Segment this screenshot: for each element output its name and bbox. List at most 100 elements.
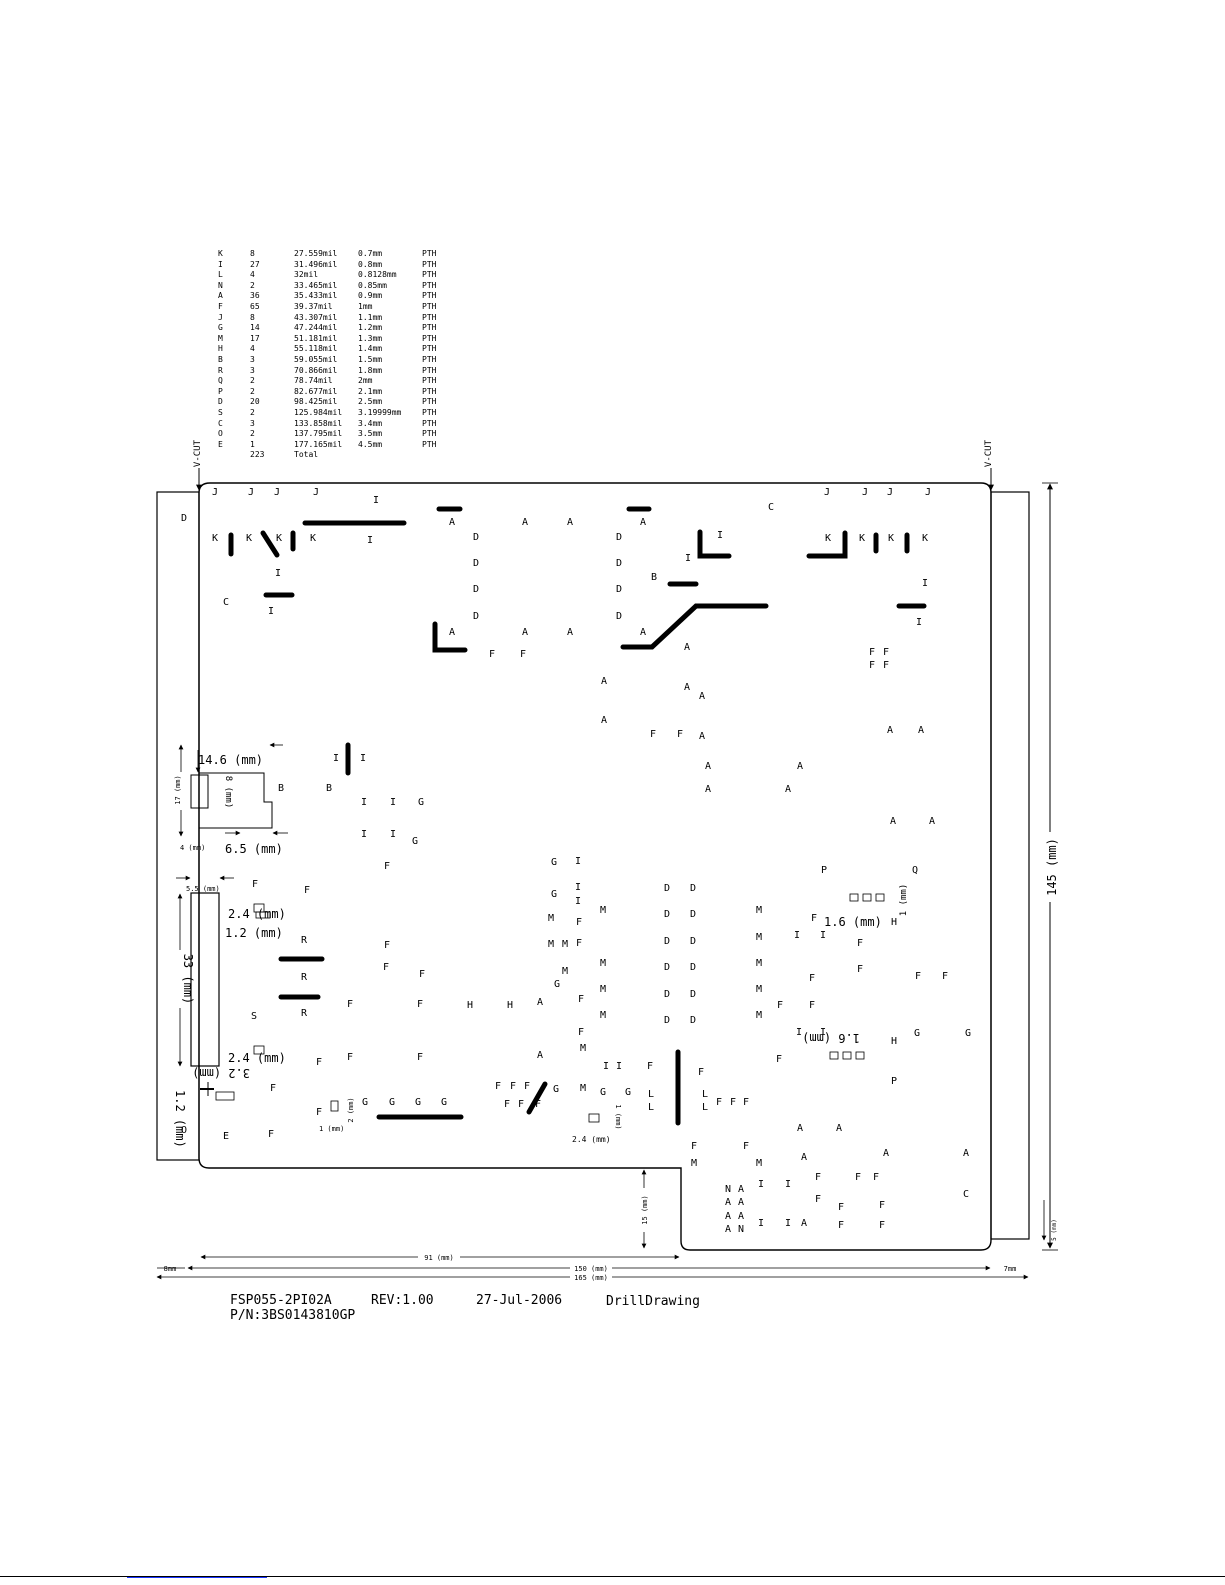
hole-label-r: R <box>301 935 308 946</box>
hole-label-n: N <box>738 1224 744 1235</box>
dim-6-5: 6.5 (mm) <box>225 842 283 856</box>
drill-cell-mil: 32mil <box>294 270 319 280</box>
dim-15: 15 (mm) <box>641 1195 649 1225</box>
drill-cell-mil: 125.984mil <box>294 407 343 417</box>
drill-cell-type: PTH <box>422 397 437 407</box>
hole-label-i: I <box>575 856 581 867</box>
drill-cell-type: PTH <box>422 249 437 258</box>
hole-label-f: F <box>504 1099 510 1110</box>
drill-cell-sym: P <box>218 386 223 396</box>
hole-label-a: A <box>929 816 935 827</box>
drill-cell-type: PTH <box>422 291 437 301</box>
hole-label-f: F <box>776 1054 782 1065</box>
hole-label-l: L <box>648 1102 654 1113</box>
hole-label-k: K <box>310 533 316 544</box>
hole-label-i: I <box>796 1027 802 1038</box>
hole-label-f: F <box>347 1052 353 1063</box>
dim-8: 8 (mm) <box>223 776 233 809</box>
hole-label-g: G <box>415 1097 421 1108</box>
drill-cell-type: PTH <box>422 365 437 375</box>
hole-label-c: C <box>963 1189 969 1200</box>
hole-label-f: F <box>815 1194 821 1205</box>
hole-label-i: I <box>794 930 800 941</box>
dim-2-4b: 2.4 (mm) <box>228 1051 286 1065</box>
drill-cell-mil: 177.165mil <box>294 439 343 449</box>
hole-label-a: A <box>640 627 646 638</box>
dim-7mm: 7mm <box>1004 1265 1017 1273</box>
drill-cell-sym: M <box>218 333 223 343</box>
hole-label-a: A <box>785 784 791 795</box>
hole-label-i: I <box>758 1179 764 1190</box>
hole-label-f: F <box>304 885 310 896</box>
hole-label-s: S <box>251 1011 257 1022</box>
hole-label-f: F <box>777 1000 783 1011</box>
dim-2: 2 (mm) <box>347 1097 355 1122</box>
hole-label-i: I <box>758 1218 764 1229</box>
drill-total-qty: 223 <box>250 450 265 460</box>
hole-label-g: G <box>362 1097 368 1108</box>
drill-cell-type: PTH <box>422 418 437 428</box>
drill-cell-mm: 4.5mm <box>358 439 383 449</box>
hole-label-f: F <box>838 1202 844 1213</box>
hole-label-a: A <box>797 761 803 772</box>
drill-cell-mm: 0.7mm <box>358 249 383 258</box>
hole-label-i: I <box>603 1061 609 1072</box>
hole-label-f: F <box>578 1027 584 1038</box>
hole-label-f: F <box>419 969 425 980</box>
hole-label-g: G <box>551 857 557 868</box>
hole-label-i: I <box>922 578 928 589</box>
dim-5-5: 5.5 (mm) <box>186 885 220 893</box>
drill-cell-sym: F <box>218 301 223 311</box>
dim-3-2: 3.2 (mm) <box>192 1066 250 1080</box>
hole-label-m: M <box>691 1158 697 1169</box>
footer-link-underline[interactable] <box>127 1577 267 1578</box>
hole-label-j: J <box>274 487 280 498</box>
hole-label-m: M <box>580 1043 586 1054</box>
hole-label-a: A <box>738 1197 744 1208</box>
drill-cell-qty: 20 <box>250 397 260 407</box>
dim-2-4c: 2.4 (mm) <box>572 1135 611 1144</box>
hole-label-p: P <box>891 1076 897 1087</box>
drill-cell-mil: 82.677mil <box>294 386 338 396</box>
drill-cell-sym: B <box>218 354 223 364</box>
hole-label-g: G <box>625 1087 631 1098</box>
drill-cell-type: PTH <box>422 270 437 280</box>
drill-cell-sym: I <box>218 259 223 269</box>
hole-label-f: F <box>942 971 948 982</box>
drill-cell-type: PTH <box>422 386 437 396</box>
drill-cell-qty: 4 <box>250 344 255 354</box>
hole-label-m: M <box>548 913 554 924</box>
hole-label-b: B <box>278 783 284 794</box>
drill-cell-mil: 137.795mil <box>294 429 343 439</box>
hole-label-a: A <box>725 1224 731 1235</box>
hole-label-f: F <box>873 1172 879 1183</box>
hole-label-f: F <box>650 729 656 740</box>
hole-label-a: A <box>684 642 690 653</box>
hole-label-d: D <box>181 513 187 524</box>
drill-cell-mil: 27.559mil <box>294 249 338 258</box>
drill-cell-sym: R <box>218 365 223 375</box>
hole-label-j: J <box>248 487 254 498</box>
hole-label-f: F <box>524 1081 530 1092</box>
hole-label-a: A <box>640 517 646 528</box>
hole-label-i: I <box>616 1061 622 1072</box>
hole-label-f: F <box>698 1067 704 1078</box>
drill-cell-mm: 2.5mm <box>358 397 383 407</box>
dim-165: 165 (mm) <box>574 1274 608 1282</box>
drill-cell-qty: 2 <box>250 386 255 396</box>
hole-label-b: B <box>651 572 657 583</box>
hole-label-i: I <box>367 535 373 546</box>
hole-label-a: A <box>963 1148 969 1159</box>
hole-label-k: K <box>212 533 218 544</box>
hole-label-a: A <box>883 1148 889 1159</box>
drill-cell-mil: 51.181mil <box>294 333 338 343</box>
drill-cell-type: PTH <box>422 301 437 311</box>
dim-1: 1 (mm) <box>319 1125 344 1133</box>
hole-label-f: F <box>489 649 495 660</box>
dim-5: 5 (mm) <box>1051 1219 1058 1241</box>
